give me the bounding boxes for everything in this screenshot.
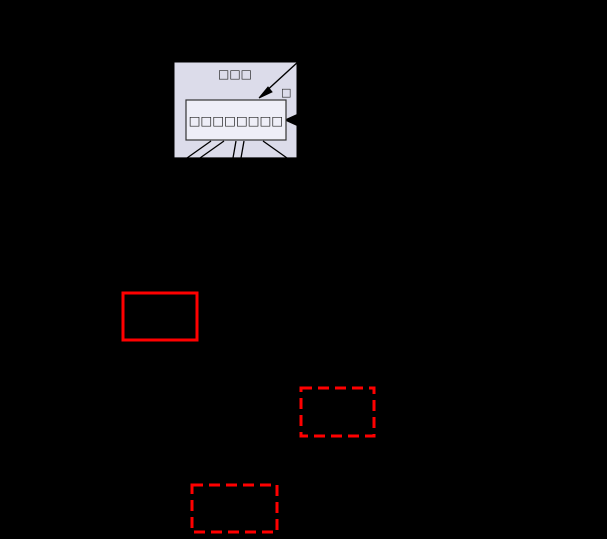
incoming-edge-right[interactable] xyxy=(283,114,298,126)
outgoing-edge-4[interactable] xyxy=(240,140,245,159)
outgoing-edges-group xyxy=(186,140,288,159)
highlight-box-solid[interactable] xyxy=(121,291,199,342)
primary-node-box[interactable] xyxy=(185,99,287,141)
cluster-title: □□□ xyxy=(218,67,252,81)
incoming-edge-diagonal[interactable] xyxy=(258,60,300,99)
primary-node[interactable]: □□□□□□□□ xyxy=(185,99,287,141)
outgoing-edge-2[interactable] xyxy=(199,140,225,159)
outgoing-edge-5[interactable] xyxy=(262,140,288,159)
highlight-box-dashed-2[interactable] xyxy=(190,483,279,534)
primary-node-label: □□□□□□□□ xyxy=(189,113,283,128)
edge-label: □ xyxy=(281,86,291,99)
arrowhead-left-icon xyxy=(283,114,297,126)
outgoing-edge-1[interactable] xyxy=(186,140,212,159)
arrowhead-down-left-icon xyxy=(258,86,273,99)
highlight-box-dashed-1[interactable] xyxy=(299,386,376,438)
outgoing-edge-3[interactable] xyxy=(232,140,237,159)
